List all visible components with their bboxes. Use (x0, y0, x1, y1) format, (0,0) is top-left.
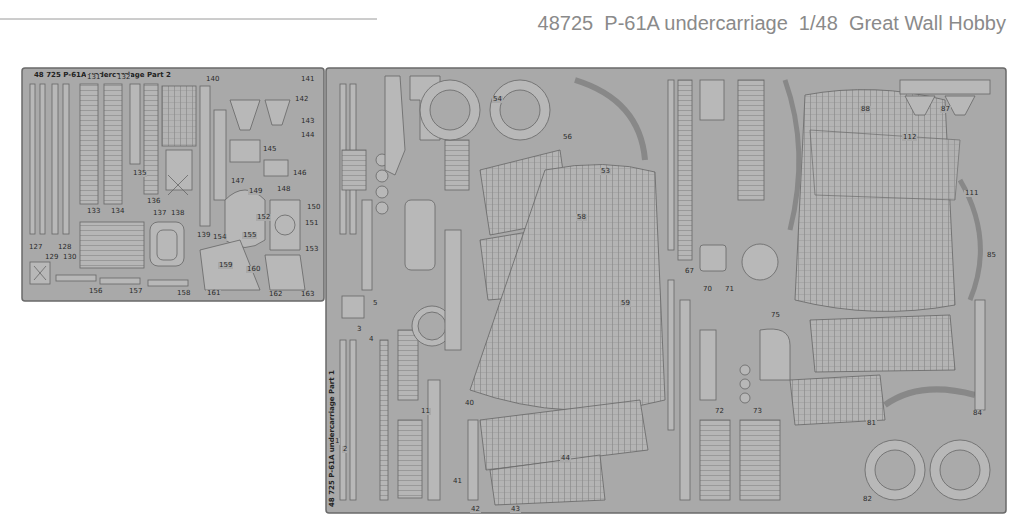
callout-number: 158 (176, 290, 191, 297)
callout-number: 73 (752, 408, 763, 415)
callout-number: 5 (372, 300, 378, 307)
callout-number: 144 (300, 132, 315, 139)
callout-number: 75 (770, 312, 781, 319)
callout-number: 59 (620, 300, 631, 307)
callout-number: 58 (576, 214, 587, 221)
callout-number: 54 (492, 96, 503, 103)
callout-number: 40 (464, 400, 475, 407)
callout-number: 129 (44, 254, 59, 261)
callout-number: 82 (862, 496, 873, 503)
callout-number: 84 (972, 410, 983, 417)
callout-number: 2 (342, 446, 348, 453)
callout-number: 155 (242, 232, 257, 239)
callout-number: 42 (470, 506, 481, 513)
callout-number: 159 (218, 262, 233, 269)
callout-number: 56 (562, 134, 573, 141)
callout-number: 157 (128, 288, 143, 295)
kit-title: 48725 P-61A undercarriage 1/48 Great Wal… (538, 13, 1006, 33)
callout-number: 133 (86, 208, 101, 215)
callout-number: 127 (28, 244, 43, 251)
callout-number: 87 (940, 106, 951, 113)
callout-number: 134 (110, 208, 125, 215)
callout-number: 154 (212, 234, 227, 241)
callout-number: 112 (902, 134, 917, 141)
callout-number: 131 (86, 74, 101, 81)
callout-number: 128 (57, 244, 72, 251)
callout-number: 151 (304, 220, 319, 227)
callout-number: 152 (256, 214, 271, 221)
callout-number: 142 (294, 96, 309, 103)
callout-number: 160 (246, 266, 261, 273)
callout-number: 143 (300, 118, 315, 125)
callout-number: 153 (304, 246, 319, 253)
callout-number: 140 (205, 76, 220, 83)
callout-number: 161 (206, 290, 221, 297)
callout-number: 145 (262, 146, 277, 153)
callout-number: 3 (356, 326, 362, 333)
callout-number: 111 (964, 190, 979, 197)
callout-number: 70 (702, 286, 713, 293)
callout-number: 147 (230, 178, 245, 185)
callout-number: 11 (420, 408, 431, 415)
callout-number: 149 (248, 188, 263, 195)
callout-number: 72 (714, 408, 725, 415)
callout-number: 41 (452, 478, 463, 485)
callout-number: 139 (196, 232, 211, 239)
callout-number: 130 (62, 254, 77, 261)
callout-number: 146 (292, 170, 307, 177)
callout-number: 148 (276, 186, 291, 193)
callout-number: 141 (300, 76, 315, 83)
callout-number: 4 (368, 336, 374, 343)
callout-number: 162 (268, 291, 283, 298)
callout-number: 136 (146, 198, 161, 205)
callout-number: 88 (860, 106, 871, 113)
callout-number: 138 (170, 210, 185, 217)
callout-number: 132 (116, 74, 131, 81)
callout-number: 44 (560, 455, 571, 462)
callout-number: 67 (684, 268, 695, 275)
callout-number: 85 (986, 252, 997, 259)
callout-number: 163 (300, 291, 315, 298)
callout-number: 43 (510, 506, 521, 513)
fret-label: 48 725 P-61A undercarriage Part 2 (33, 72, 172, 79)
callout-number: 150 (306, 204, 321, 211)
callout-number: 137 (152, 210, 167, 217)
callout-number: 135 (132, 170, 147, 177)
callout-number: 53 (600, 168, 611, 175)
callout-number: 156 (88, 288, 103, 295)
callout-number: 81 (866, 420, 877, 427)
callout-number: 1 (334, 438, 340, 445)
callout-number: 71 (724, 286, 735, 293)
